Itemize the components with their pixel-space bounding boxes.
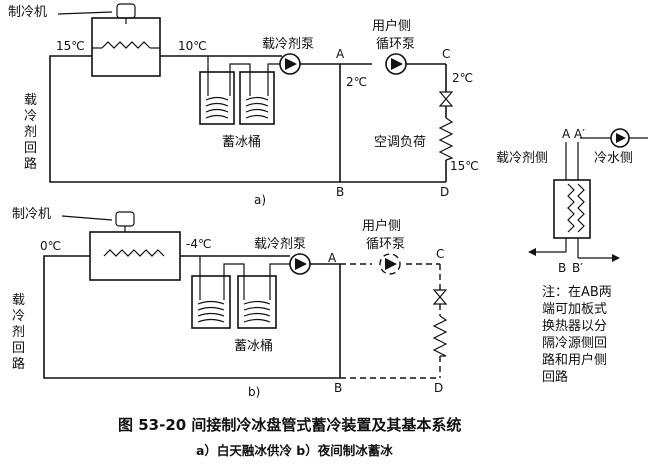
ice-coil-a2-icon — [245, 96, 269, 119]
ice-coil-b1-icon — [197, 300, 225, 323]
caption-b: b) — [248, 385, 260, 399]
user-pump-a-label-1: 用户侧 — [372, 18, 411, 34]
temp-a-in: 15℃ — [56, 39, 85, 53]
caption-a: a) — [254, 193, 266, 207]
loop-a-char-5: 路 — [24, 156, 37, 172]
note-line-1: 注：在AB两 — [542, 285, 612, 300]
side-A2: A′ — [574, 127, 585, 141]
compressor-a-icon — [116, 3, 136, 19]
loop-b-char-5: 路 — [12, 356, 25, 372]
point-b-D: D — [434, 381, 443, 395]
chiller-b-coil-icon — [103, 249, 165, 257]
load-a-label: 空调负荷 — [374, 135, 426, 150]
pump-a-arrow-icon — [285, 58, 297, 70]
compressor-b-icon — [115, 211, 135, 227]
heat-exchanger-panel: A A′ 载冷剂侧 冷水侧 B B′ 注：在AB两 端可加板式 换热器以分 隔冷… — [496, 127, 648, 385]
chiller-b — [89, 231, 181, 281]
loop-a-char-1: 载 — [24, 93, 37, 108]
loop-a-char-4: 回 — [24, 141, 37, 156]
diagram-a: 制冷机 蓄冰桶 载冷剂泵 用户侧 循环泵 空调负荷 — [8, 3, 479, 207]
pipe-a-left — [49, 55, 340, 183]
bucket-b-label: 蓄冰桶 — [234, 339, 273, 354]
temp-b-in: 0℃ — [40, 239, 61, 253]
note-line-6: 回路 — [542, 369, 568, 385]
pump-a-label: 载冷剂泵 — [262, 37, 314, 52]
note-line-2: 端可加板式 — [542, 302, 607, 317]
temp-a-A: 2℃ — [346, 75, 367, 89]
point-a-A: A — [336, 47, 345, 61]
figure-title: 图 53-20 间接制冷冰盘管式蓄冷装置及其基本系统 — [118, 416, 461, 434]
load-coil-a-icon — [438, 117, 454, 161]
temp-b-out: -4℃ — [186, 237, 211, 251]
pump-b-label: 载冷剂泵 — [254, 237, 306, 252]
load-coil-b-icon — [432, 315, 448, 357]
point-a-D: D — [440, 185, 449, 199]
point-a-C: C — [442, 47, 450, 61]
figure-subtitle: a）白天融冰供冷 b）夜间制冰蓄冰 — [196, 443, 393, 458]
valve-a-icon — [438, 91, 454, 107]
hx-coil-icon — [567, 183, 575, 233]
loop-a-char-3: 剂 — [24, 125, 37, 140]
side-B: B — [558, 261, 566, 275]
loop-b-char-4: 回 — [12, 341, 25, 356]
point-a-B: B — [336, 185, 344, 199]
ice-coil-b2-icon — [243, 300, 271, 323]
chiller-b-label: 制冷机 — [12, 207, 51, 222]
loop-b-char-1: 载 — [12, 293, 25, 308]
temp-a-out: 10℃ — [178, 39, 207, 53]
temp-a-C: 2℃ — [452, 71, 473, 85]
ice-coil-a1-icon — [205, 96, 229, 119]
side-B2: B′ — [572, 261, 583, 275]
note-line-4: 隔冷源侧回 — [542, 336, 607, 351]
chiller-a-coil-icon — [101, 41, 151, 49]
point-b-C: C — [436, 247, 444, 261]
side-left-label: 载冷剂侧 — [496, 151, 548, 166]
point-b-B: B — [334, 381, 342, 395]
point-b-A: A — [328, 251, 337, 265]
user-pump-b-icon — [379, 253, 401, 275]
loop-b-char-3: 剂 — [12, 325, 25, 340]
side-A: A — [562, 127, 571, 141]
loop-b-char-2: 冷 — [12, 309, 25, 324]
user-pump-b-label-1: 用户侧 — [362, 218, 401, 234]
chiller-a-label: 制冷机 — [8, 5, 47, 20]
user-pump-b-label-2: 循环泵 — [366, 237, 405, 252]
valve-b-icon — [432, 289, 448, 305]
loop-a-char-2: 冷 — [24, 109, 37, 124]
temp-a-D: 15℃ — [450, 159, 479, 173]
note-line-3: 换热器以分 — [542, 319, 607, 334]
diagram-b: 制冷机 蓄冰桶 载冷剂泵 用户侧 循环泵 0℃ -4℃ A C B D — [12, 207, 448, 399]
bucket-a-label: 蓄冰桶 — [222, 135, 261, 150]
user-pump-a-label-2: 循环泵 — [376, 37, 415, 52]
note-line-5: 路和用户侧 — [542, 352, 607, 368]
side-right-label: 冷水侧 — [594, 151, 633, 166]
